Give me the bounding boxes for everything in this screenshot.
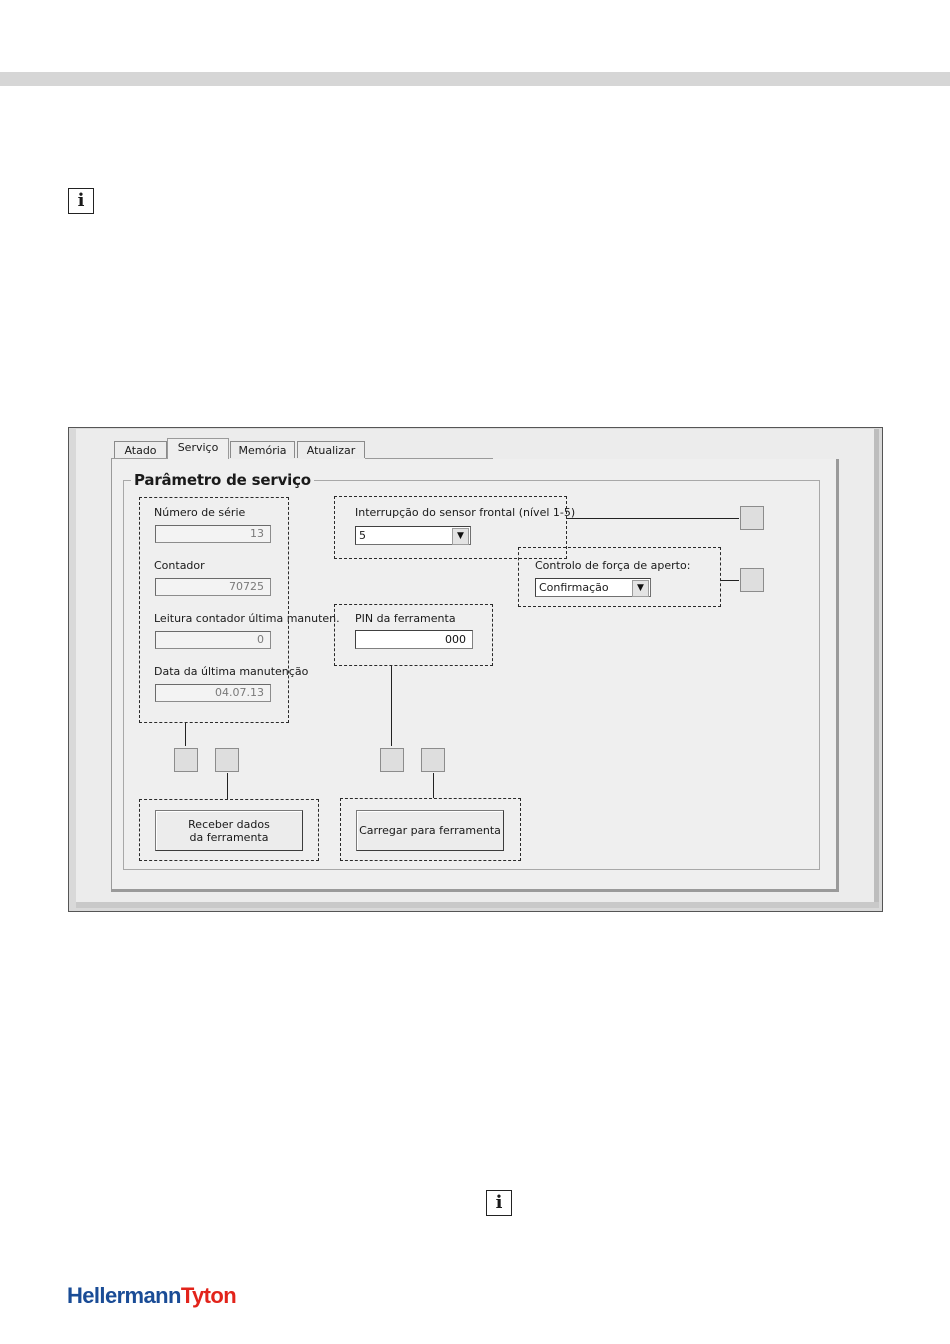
info-icon: i xyxy=(68,188,94,214)
upload-to-tool-button[interactable]: Carregar para ferramenta xyxy=(356,810,504,851)
tab-strip-line xyxy=(365,458,493,459)
clamp-force-value: Confirmação xyxy=(539,581,609,594)
info-icon: i xyxy=(486,1190,512,1216)
callout-box-receive xyxy=(139,799,319,861)
leader-line xyxy=(391,666,392,746)
leader-line xyxy=(567,518,739,519)
chevron-down-icon[interactable]: ▼ xyxy=(632,580,649,597)
callout-box-read-fields xyxy=(139,497,289,723)
callout-marker xyxy=(740,568,764,592)
tab-strip-line xyxy=(111,458,167,459)
tab-atualizar[interactable]: Atualizar xyxy=(297,441,365,458)
front-sensor-label: Interrupção do sensor frontal (nível 1-5… xyxy=(355,506,576,519)
chevron-down-icon[interactable]: ▼ xyxy=(452,528,469,545)
group-title: Parâmetro de serviço xyxy=(131,471,314,489)
front-sensor-select[interactable]: 5 ▼ xyxy=(355,526,471,545)
callout-marker xyxy=(174,748,198,772)
leader-line xyxy=(721,580,739,581)
callout-marker xyxy=(380,748,404,772)
last-maintenance-date-label: Data da última manutenção xyxy=(154,665,309,678)
brand-logo: HellermannTyton xyxy=(67,1283,237,1309)
callout-marker xyxy=(215,748,239,772)
header-bar xyxy=(0,72,950,86)
callout-box-upload xyxy=(340,798,521,861)
last-maintenance-reading-label: Leitura contador última manuten. xyxy=(154,612,340,625)
clamp-force-label: Controlo de força de aperto: xyxy=(535,559,691,572)
serial-number-label: Número de série xyxy=(154,506,246,519)
receive-data-button-line2: da ferramenta xyxy=(189,830,269,844)
callout-box-clamp-force xyxy=(518,547,721,607)
pin-input[interactable]: 000 xyxy=(355,630,473,649)
brand-logo-part1: Hellermann xyxy=(67,1283,181,1308)
window-border xyxy=(76,902,879,908)
receive-data-button-line1: Receber dados xyxy=(188,817,270,831)
leader-line xyxy=(227,773,228,799)
last-maintenance-reading-field: 0 xyxy=(155,631,271,649)
serial-number-field: 13 xyxy=(155,525,271,543)
panel-shadow xyxy=(111,889,839,892)
last-maintenance-date-field: 04.07.13 xyxy=(155,684,271,702)
tab-memoria[interactable]: Memória xyxy=(230,441,295,458)
callout-box-front-sensor xyxy=(334,496,567,559)
tab-atado[interactable]: Atado xyxy=(114,441,167,458)
pin-label: PIN da ferramenta xyxy=(355,612,456,625)
tab-servico[interactable]: Serviço xyxy=(167,438,229,459)
callout-box-pin xyxy=(334,604,493,666)
counter-field: 70725 xyxy=(155,578,271,596)
service-parameter-group xyxy=(123,480,820,870)
front-sensor-value: 5 xyxy=(359,529,366,542)
leader-line xyxy=(433,773,434,798)
panel-shadow xyxy=(836,459,839,891)
counter-label: Contador xyxy=(154,559,205,572)
receive-data-button[interactable]: Receber dados da ferramenta xyxy=(155,810,303,851)
callout-marker xyxy=(421,748,445,772)
leader-line xyxy=(185,723,186,746)
brand-logo-part2: Tyton xyxy=(180,1283,237,1308)
window-border xyxy=(874,429,879,904)
clamp-force-select[interactable]: Confirmação ▼ xyxy=(535,578,651,597)
callout-marker xyxy=(740,506,764,530)
